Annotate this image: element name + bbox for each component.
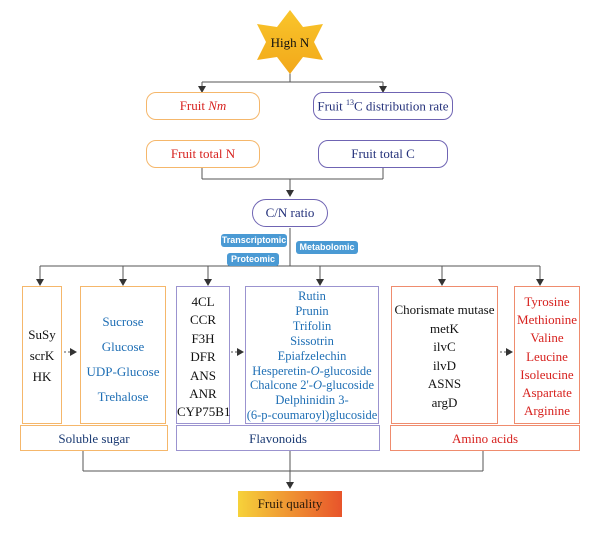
flavonoid-enzyme: 4CL [191,294,215,309]
flavonoid-compound: Sissotrin [290,333,334,348]
fruit-13c-sup: 13 [345,98,354,107]
amino-compound: Aspartate [522,385,572,401]
flavonoid-enzyme: ANR [189,386,217,402]
sugar-compound: Glucose [101,339,145,354]
flavonoid-compound-part: -glucoside [319,363,372,378]
flavonoids-label: Flavonoids [249,431,307,446]
amino-enzyme: argD [431,394,458,410]
flavonoid-compound-part: Chalcone 2'- [249,378,313,393]
fruit-total-c-box: Fruit total C [318,140,448,168]
fruit-total-n-box: Fruit total N [146,140,260,168]
amino-enzyme: Chorismate mutase [394,302,495,317]
amino-compound: Tyrosine [524,294,570,309]
flavonoid-enzyme: DFR [190,349,216,365]
flavonoid-compound: Chalcone 2'-O-glucoside [246,378,378,393]
flavonoid-enzyme: CCR [189,312,216,328]
amino-compound: Leucine [526,348,568,364]
fruit-nm-prefix: Fruit [179,98,209,113]
proteomic-badge: Proteomic [227,253,279,266]
cn-ratio-label: C/N ratio [265,205,315,220]
flavonoid-compound: Rutin [298,289,326,303]
amino-compound: Methionine [517,312,577,328]
flavonoid-enzyme: ANS [189,367,216,383]
fruit-13c-suffix: C distribution rate [353,98,449,114]
soluble-sugar-compound-box: Sucrose Glucose UDP-Glucose Trehalose [80,286,166,424]
amino-enzyme: ilvD [432,357,457,373]
amino-acids-footer: Amino acids [390,425,580,451]
flavonoid-compound: Epiafzelechin [277,348,347,363]
fruit-quality-shape [238,491,342,517]
flavonoids-footer: Flavonoids [176,425,380,451]
sugar-enzyme: HK [32,369,52,384]
flavonoids-enzyme-list: 4CL CCR F3H DFR ANS ANR CYP75B1 [177,293,231,422]
flavonoids-compound-list: Rutin Prunin Trifolin Sissotrin Epiafzel… [246,289,378,423]
fruit-total-n-label: Fruit total N [170,146,236,161]
flavonoid-compound-part: -glucoside [321,378,375,393]
flavonoid-compound-part: Hesperetin- [252,363,311,378]
amino-enzyme: ASNS [427,376,462,391]
amino-enzyme: ilvC [433,339,456,354]
flavonoid-compound: Hesperetin-O-glucoside [246,364,378,379]
amino-enzyme-list: Chorismate mutase metK ilvC ilvD ASNS ar… [392,301,497,412]
amino-compound: Valine [530,330,564,346]
fruit-total-c-label: Fruit total C [351,146,415,161]
flavonoid-compound-italic: O [310,363,320,378]
flavonoid-enzyme: CYP75B1 [177,404,231,420]
flavonoids-compound-box: Rutin Prunin Trifolin Sissotrin Epiafzel… [245,286,379,424]
sugar-compound: UDP-Glucose [86,364,160,379]
transcriptomic-badge: Transcriptomic [221,234,287,247]
soluble-sugar-enzyme-box: SuSy scrK HK [22,286,62,424]
soluble-sugar-footer: Soluble sugar [20,425,168,451]
flavonoid-compound: Trifolin [292,318,332,333]
metabolomic-badge: Metabolomic [296,241,358,254]
fruit-13c-box: Fruit 13C distribution rate [313,92,453,120]
sugar-compound-list: Sucrose Glucose UDP-Glucose Trehalose [81,309,165,409]
flavonoid-compound: Prunin [295,303,329,318]
fruit-nm-italic: Nm [208,98,227,113]
high-n-label: High N [270,35,310,50]
amino-compound-list: Tyrosine Methionine Valine Leucine Isole… [515,293,579,420]
flavonoid-compound: (6-p-coumaroyl)glucoside [246,408,378,423]
fruit-nm-box: Fruit Nm [146,92,260,120]
fruit-13c-prefix: Fruit [317,98,346,114]
amino-acids-label: Amino acids [451,431,519,446]
sugar-enzyme-list: SuSy scrK HK [23,324,61,387]
fruit-quality-label: Fruit quality [257,496,323,511]
amino-enzyme: metK [430,320,459,336]
sugar-enzyme: SuSy [28,327,56,342]
flavonoid-enzyme: F3H [191,330,215,346]
sugar-compound: Trehalose [97,389,149,404]
amino-compound: Isoleucine [520,366,574,382]
flavonoid-compound-italic: O [312,378,322,393]
flavonoid-compound: Delphinidin 3- [275,393,349,408]
high-n-star-shape [257,10,323,74]
sugar-compound: Sucrose [102,314,144,329]
amino-enzyme-box: Chorismate mutase metK ilvC ilvD ASNS ar… [391,286,498,424]
sugar-enzyme: scrK [29,348,55,363]
flavonoids-enzyme-box: 4CL CCR F3H DFR ANS ANR CYP75B1 [176,286,230,424]
cn-ratio-box: C/N ratio [252,199,328,227]
amino-compound: Arginine [524,403,570,419]
soluble-sugar-label: Soluble sugar [58,431,130,446]
amino-compound-box: Tyrosine Methionine Valine Leucine Isole… [514,286,580,424]
